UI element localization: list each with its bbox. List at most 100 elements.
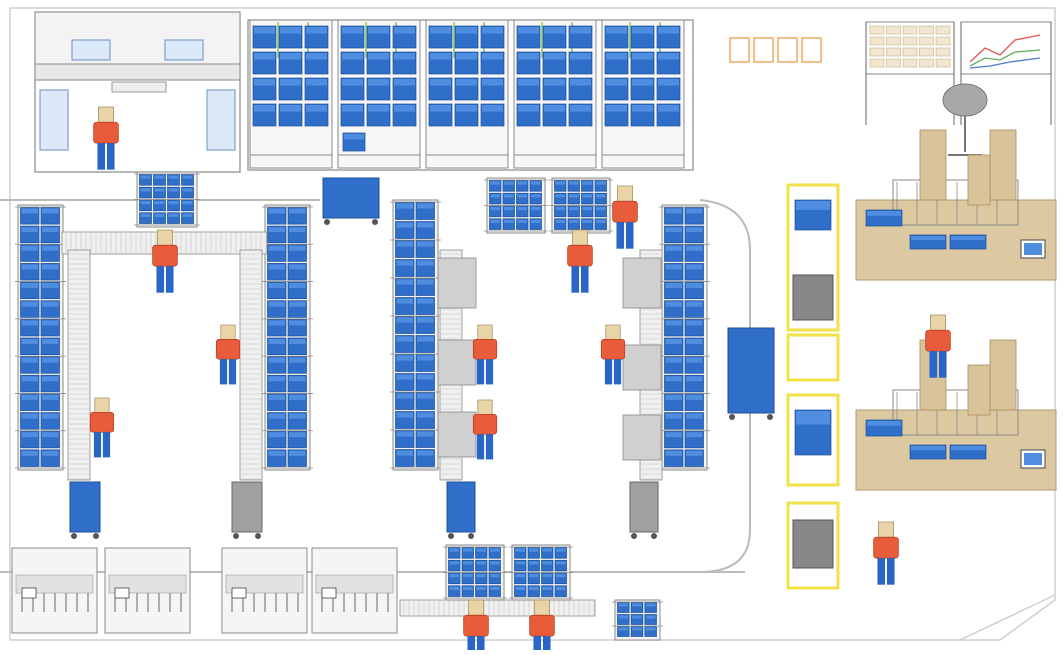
blue-bin-icon bbox=[475, 547, 488, 559]
blue-bin-icon bbox=[529, 192, 542, 205]
blue-bin-icon bbox=[594, 205, 607, 218]
cardboard-box-icon bbox=[989, 339, 1017, 411]
roller-conveyor-bottom bbox=[399, 599, 596, 617]
cart-icon bbox=[446, 481, 476, 539]
worker-figure-icon bbox=[89, 397, 115, 458]
blue-bin-icon bbox=[167, 199, 180, 212]
blue-bin-icon bbox=[644, 626, 657, 637]
blue-bin-icon bbox=[554, 585, 567, 597]
blue-bin-icon bbox=[489, 218, 502, 230]
blue-bin-icon bbox=[554, 547, 567, 559]
rack-bottom-c bbox=[612, 599, 663, 641]
blue-bin-icon bbox=[153, 174, 166, 186]
blue-bin-icon bbox=[630, 626, 644, 637]
cart-icon bbox=[322, 177, 380, 225]
blue-bin-icon bbox=[139, 186, 152, 199]
blue-bin-icon bbox=[475, 572, 488, 585]
blue-bin-icon bbox=[489, 180, 502, 192]
blue-bin-icon bbox=[541, 559, 554, 572]
blue-bin-icon bbox=[527, 547, 540, 559]
blue-bin-icon bbox=[488, 547, 501, 559]
whiteboard-schedule bbox=[865, 21, 955, 125]
cardboard-box-icon bbox=[967, 364, 991, 416]
carts bbox=[69, 177, 775, 539]
assembly-workbench bbox=[104, 547, 191, 634]
worker-figure-icon bbox=[567, 229, 593, 293]
assembly-workbench bbox=[11, 547, 98, 634]
blue-bin-icon bbox=[448, 572, 461, 585]
worker-figure-icon bbox=[612, 185, 638, 249]
blue-bin-icon bbox=[461, 585, 474, 597]
blue-bin-icon bbox=[502, 205, 515, 218]
workers bbox=[89, 106, 951, 655]
blue-bin-icon bbox=[181, 186, 194, 199]
blue-bin-icon bbox=[488, 559, 501, 572]
worker-figure-icon bbox=[925, 314, 951, 378]
packing-rack-frame bbox=[892, 179, 1019, 226]
blue-bin-icon bbox=[554, 180, 567, 192]
staging-zone bbox=[786, 393, 840, 487]
packing-stations bbox=[786, 129, 1057, 590]
staging-cart bbox=[792, 274, 834, 321]
blue-bin-icon bbox=[448, 559, 461, 572]
blue-bin-icon bbox=[139, 174, 152, 186]
packing-station bbox=[855, 129, 1057, 281]
work-table bbox=[437, 339, 477, 386]
cardboard-box-icon bbox=[967, 154, 991, 206]
rack-column-center-right bbox=[659, 204, 710, 471]
blue-bin-icon bbox=[139, 199, 152, 212]
blue-bin-icon bbox=[630, 614, 644, 625]
rack-top-left-station bbox=[134, 171, 200, 228]
blue-bin-icon bbox=[167, 212, 180, 224]
blue-bin-icon bbox=[514, 559, 527, 572]
picking-cells bbox=[15, 171, 710, 641]
cart-icon bbox=[727, 327, 775, 420]
blue-bin-icon bbox=[541, 585, 554, 597]
worker-figure-icon bbox=[600, 324, 626, 385]
packing-station bbox=[855, 339, 1057, 491]
blue-bin-icon bbox=[153, 212, 166, 224]
blue-bin-icon bbox=[644, 602, 657, 613]
blue-bin-icon bbox=[153, 199, 166, 212]
blue-bin-icon bbox=[502, 192, 515, 205]
assembly-workbenches bbox=[11, 547, 398, 634]
blue-bin-icon bbox=[554, 205, 567, 218]
conveyor-left-b bbox=[239, 249, 263, 481]
worker-figure-icon bbox=[873, 521, 899, 585]
work-table bbox=[437, 257, 477, 309]
work-table bbox=[622, 414, 662, 461]
blue-bin-icon bbox=[475, 559, 488, 572]
blue-bin-icon bbox=[630, 602, 644, 613]
rack-column-left-inner bbox=[262, 204, 313, 471]
blue-bin-icon bbox=[448, 585, 461, 597]
blue-bin-icon bbox=[567, 218, 580, 230]
monitor-icon bbox=[321, 587, 337, 599]
cardboard-box-icon bbox=[919, 129, 947, 201]
blue-bin-icon bbox=[554, 559, 567, 572]
blue-bin-icon bbox=[567, 192, 580, 205]
blue-bin-icon bbox=[581, 180, 594, 192]
conveyor-left-a bbox=[67, 249, 91, 481]
blue-bin-icon bbox=[167, 186, 180, 199]
blue-bin-icon bbox=[461, 572, 474, 585]
blue-bin-icon bbox=[529, 180, 542, 192]
orange-sign-boxes bbox=[729, 37, 822, 63]
sign-box bbox=[753, 37, 774, 63]
staging-zone bbox=[786, 183, 840, 332]
blue-bin-icon bbox=[594, 218, 607, 230]
blue-bin-icon bbox=[529, 218, 542, 230]
sign-box bbox=[777, 37, 798, 63]
blue-bin-icon bbox=[502, 218, 515, 230]
worker-figure-icon bbox=[93, 106, 119, 170]
blue-bin-icon bbox=[554, 192, 567, 205]
blue-bin-icon bbox=[488, 572, 501, 585]
cart-icon bbox=[629, 481, 659, 539]
blue-bin-icon bbox=[514, 585, 527, 597]
blue-bin-icon bbox=[644, 614, 657, 625]
sign-box bbox=[801, 37, 822, 63]
blue-bin-icon bbox=[488, 585, 501, 597]
gravity-flow-racks bbox=[247, 19, 694, 171]
worker-figure-icon bbox=[472, 324, 498, 385]
